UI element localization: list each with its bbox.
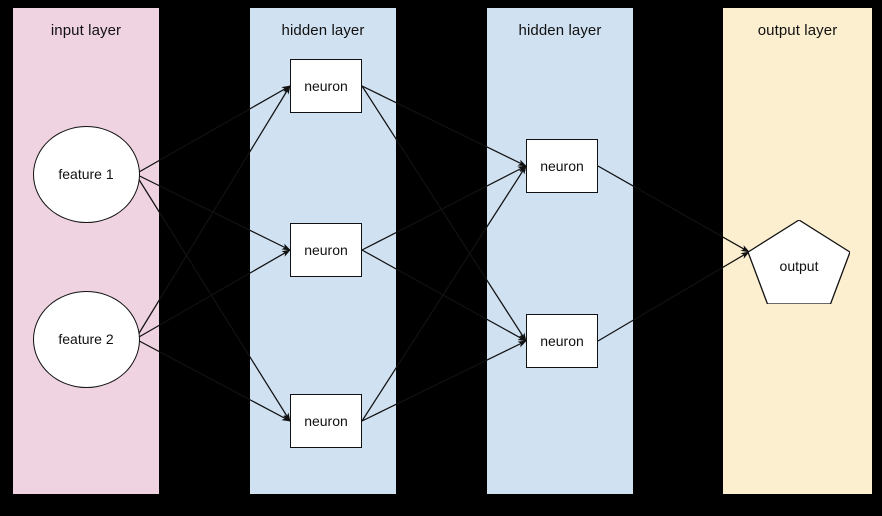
layer-panel-hidden-2[interactable]: hidden layer [487,8,633,494]
node-label: neuron [540,158,584,174]
node-label: feature 2 [58,331,114,347]
output-node-label: output [779,258,819,274]
feature-node[interactable]: feature 2 [32,290,140,388]
node-label: feature 1 [58,166,114,182]
node-label: neuron [304,242,348,258]
layer-panel-input[interactable]: input layer [13,8,159,494]
neuron-node[interactable]: neuron [290,223,362,277]
neuron-node[interactable]: neuron [290,59,362,113]
feature-node[interactable]: feature 1 [32,125,140,223]
neuron-node[interactable]: neuron [526,139,598,193]
node-label: neuron [304,78,348,94]
layer-title-hidden-2: hidden layer [518,22,602,39]
layer-title-hidden-1: hidden layer [281,22,365,39]
neuron-node[interactable]: neuron [526,314,598,368]
node-label: neuron [304,413,348,429]
layer-title-input: input layer [50,22,122,39]
node-label: neuron [540,333,584,349]
layer-title-output: output layer [757,22,838,39]
output-node[interactable]: output [748,220,850,304]
neuron-node[interactable]: neuron [290,394,362,448]
